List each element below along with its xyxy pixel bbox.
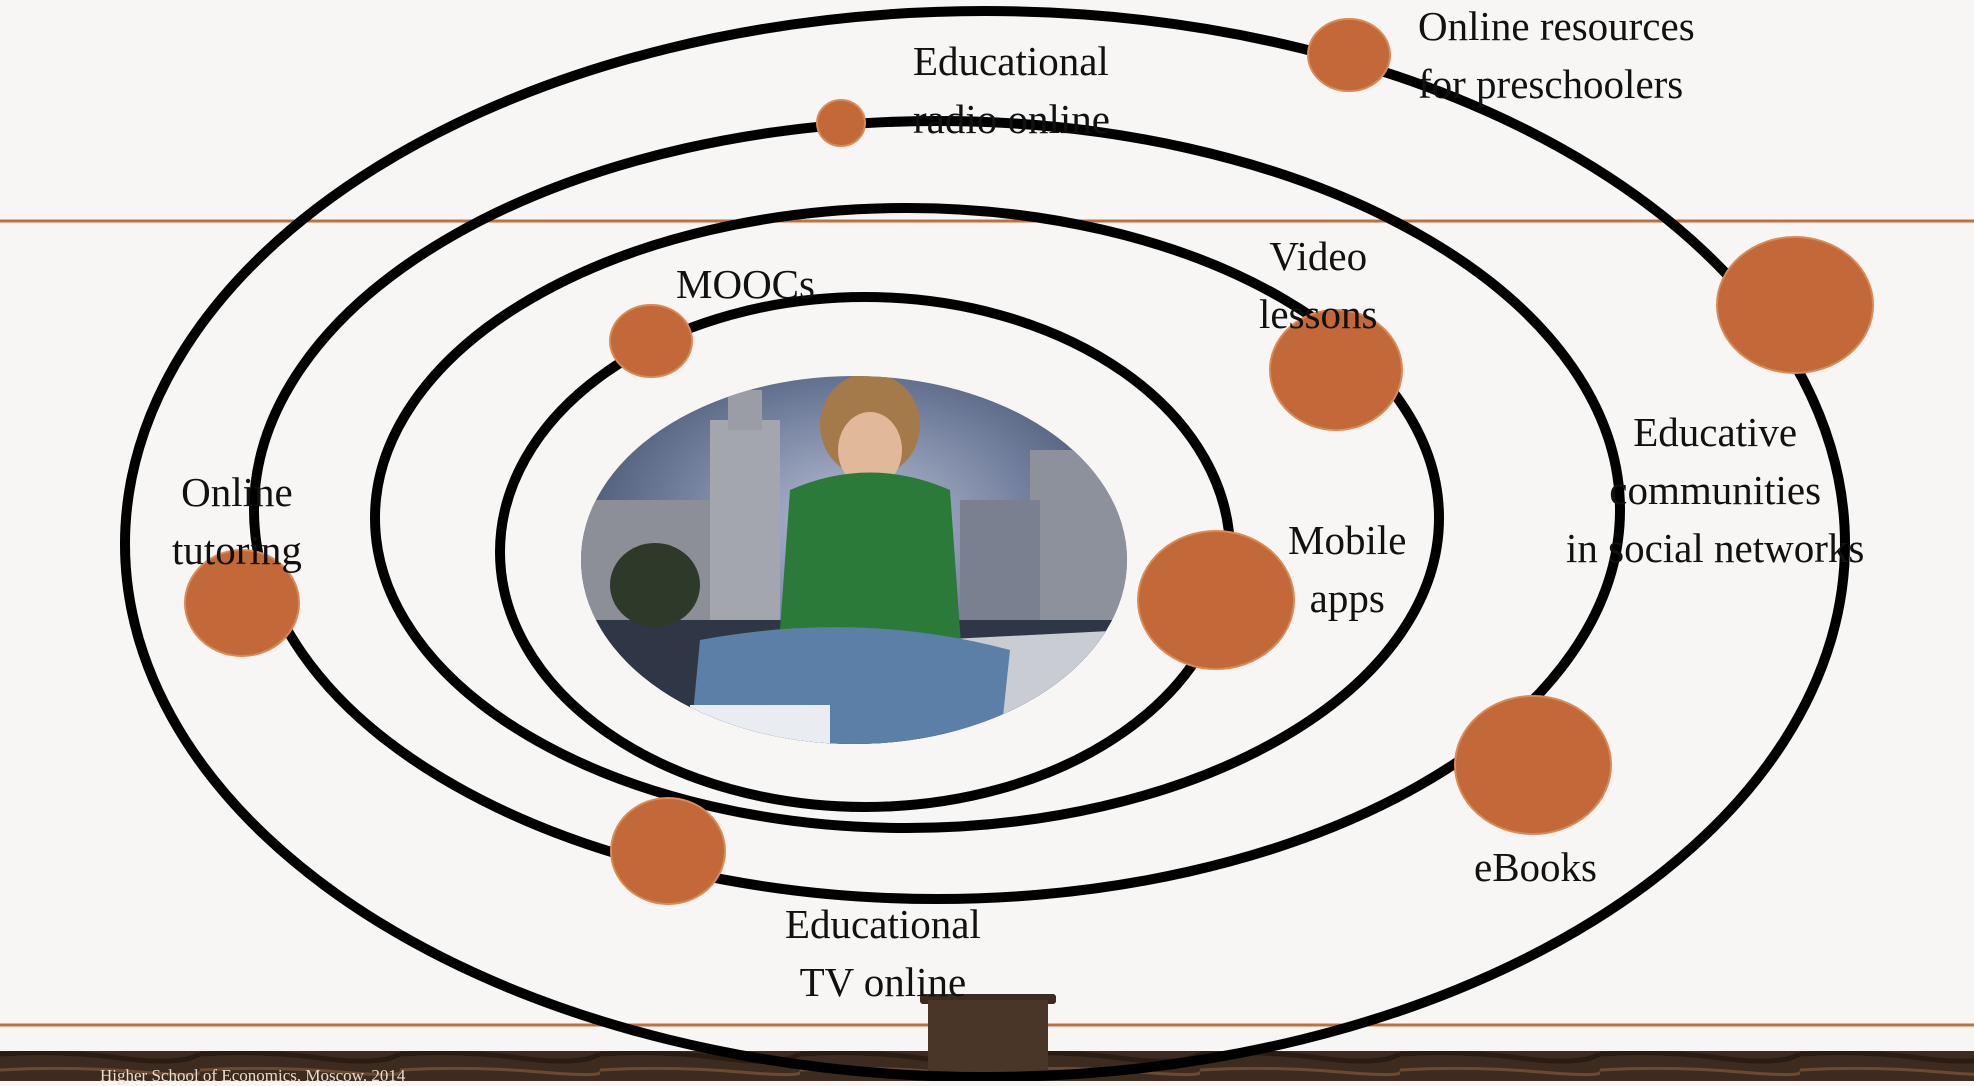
label-online-tutoring: Online tutoring bbox=[172, 469, 302, 573]
orbit-third bbox=[249, 116, 1625, 904]
label-moocs: MOOCs bbox=[676, 261, 815, 307]
planet-online-tutoring bbox=[184, 549, 300, 657]
planet-online-resources bbox=[1307, 18, 1391, 92]
label-online-resources: Online resources for preschoolers bbox=[1418, 3, 1695, 107]
label-educational-radio: Educational radio online bbox=[913, 38, 1110, 142]
label-mobile-apps: Mobile apps bbox=[1288, 517, 1407, 621]
label-educative-communities: Educative communities in social networks bbox=[1566, 409, 1865, 571]
orbit-second bbox=[370, 203, 1444, 833]
planet-educational-radio bbox=[816, 99, 866, 147]
orbit-outer bbox=[120, 6, 1850, 1081]
footer-text: Higher School of Economics, Moscow, 2014 bbox=[100, 1066, 406, 1085]
pedestal bbox=[928, 1000, 1048, 1081]
planet-video-lessons bbox=[1269, 309, 1403, 431]
label-ebooks: eBooks bbox=[1474, 844, 1597, 890]
planet-moocs bbox=[609, 304, 693, 378]
student-with-laptop-photo bbox=[581, 376, 1127, 744]
label-video-lessons: Video lessons bbox=[1259, 233, 1378, 337]
label-educational-tv: Educational TV online bbox=[785, 901, 981, 1005]
planet-ebooks bbox=[1454, 695, 1612, 835]
planet-educative-communities bbox=[1716, 236, 1874, 374]
planet-mobile-apps bbox=[1137, 530, 1295, 670]
planet-educational-tv bbox=[610, 797, 726, 905]
